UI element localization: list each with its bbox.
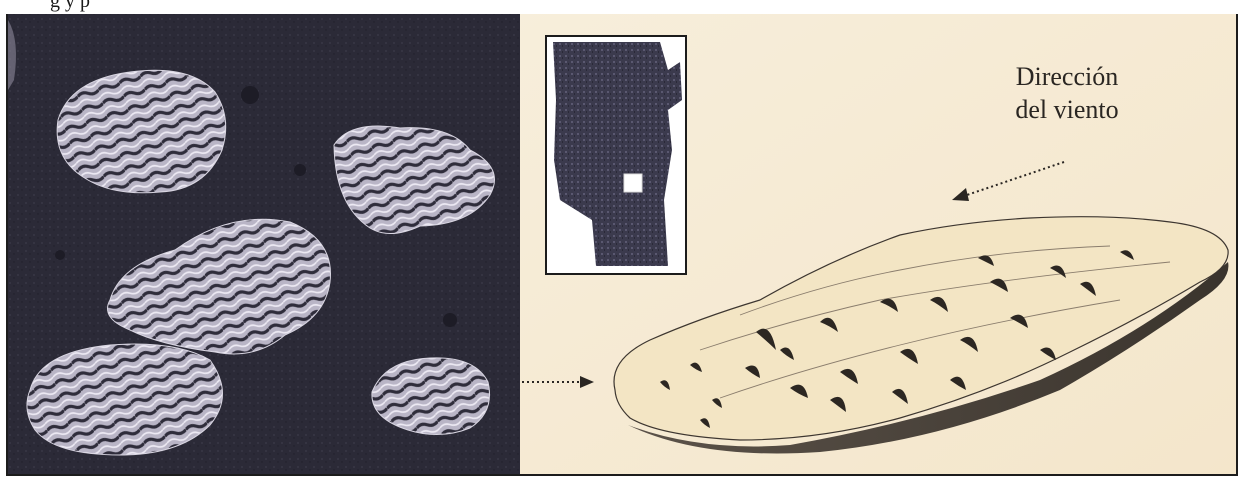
- dune-field-1: [57, 70, 226, 193]
- caption-fragment: g y p: [0, 0, 1243, 14]
- satellite-image: [8, 8, 520, 474]
- dune-field-4: [27, 344, 223, 455]
- caption-text: g y p: [50, 0, 90, 13]
- locator-inset: [546, 36, 686, 274]
- location-marker: [624, 174, 642, 192]
- wind-direction-label: Dirección del viento: [1002, 60, 1132, 126]
- wind-label-line-2: del viento: [1002, 93, 1132, 126]
- wind-label-line-1: Dirección: [1002, 60, 1132, 93]
